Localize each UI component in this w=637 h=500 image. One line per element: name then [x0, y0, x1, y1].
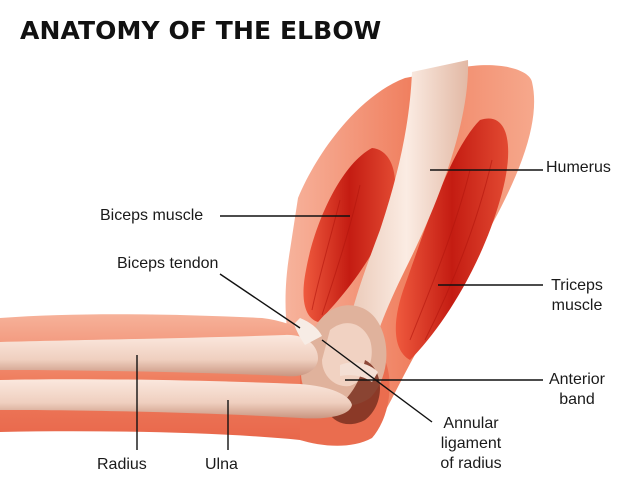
label-annular-ligament: Annular ligament of radius	[430, 414, 512, 474]
label-ulna: Ulna	[205, 456, 238, 473]
radius-bone	[0, 334, 318, 377]
label-anterior-band: Anterior band	[546, 370, 608, 410]
label-triceps-muscle: Triceps muscle	[546, 276, 608, 316]
diagram-title: ANATOMY OF THE ELBOW	[20, 16, 382, 45]
label-annular-line1: Annular	[443, 415, 499, 432]
label-triceps-line1: Triceps	[551, 277, 603, 294]
triceps-muscle-shape	[395, 118, 509, 360]
anterior-band-shape	[340, 362, 378, 382]
label-annular-line3: of radius	[440, 455, 502, 472]
label-biceps-tendon: Biceps tendon	[117, 255, 219, 272]
leader-annular	[321, 339, 433, 423]
ulna-bone	[0, 379, 352, 419]
label-triceps-line2: muscle	[551, 297, 603, 314]
label-biceps-muscle: Biceps muscle	[100, 207, 204, 224]
biceps-tendon-shape	[294, 318, 322, 345]
biceps-muscle-shape	[303, 148, 396, 322]
label-annular-line2: ligament	[440, 435, 502, 452]
humerus-bone	[345, 60, 469, 350]
label-radius: Radius	[97, 456, 147, 473]
leader-biceps-tendon	[219, 273, 301, 329]
label-anterior-line1: Anterior	[548, 371, 606, 388]
label-humerus: Humerus	[546, 159, 611, 176]
label-anterior-line2: band	[559, 391, 595, 408]
